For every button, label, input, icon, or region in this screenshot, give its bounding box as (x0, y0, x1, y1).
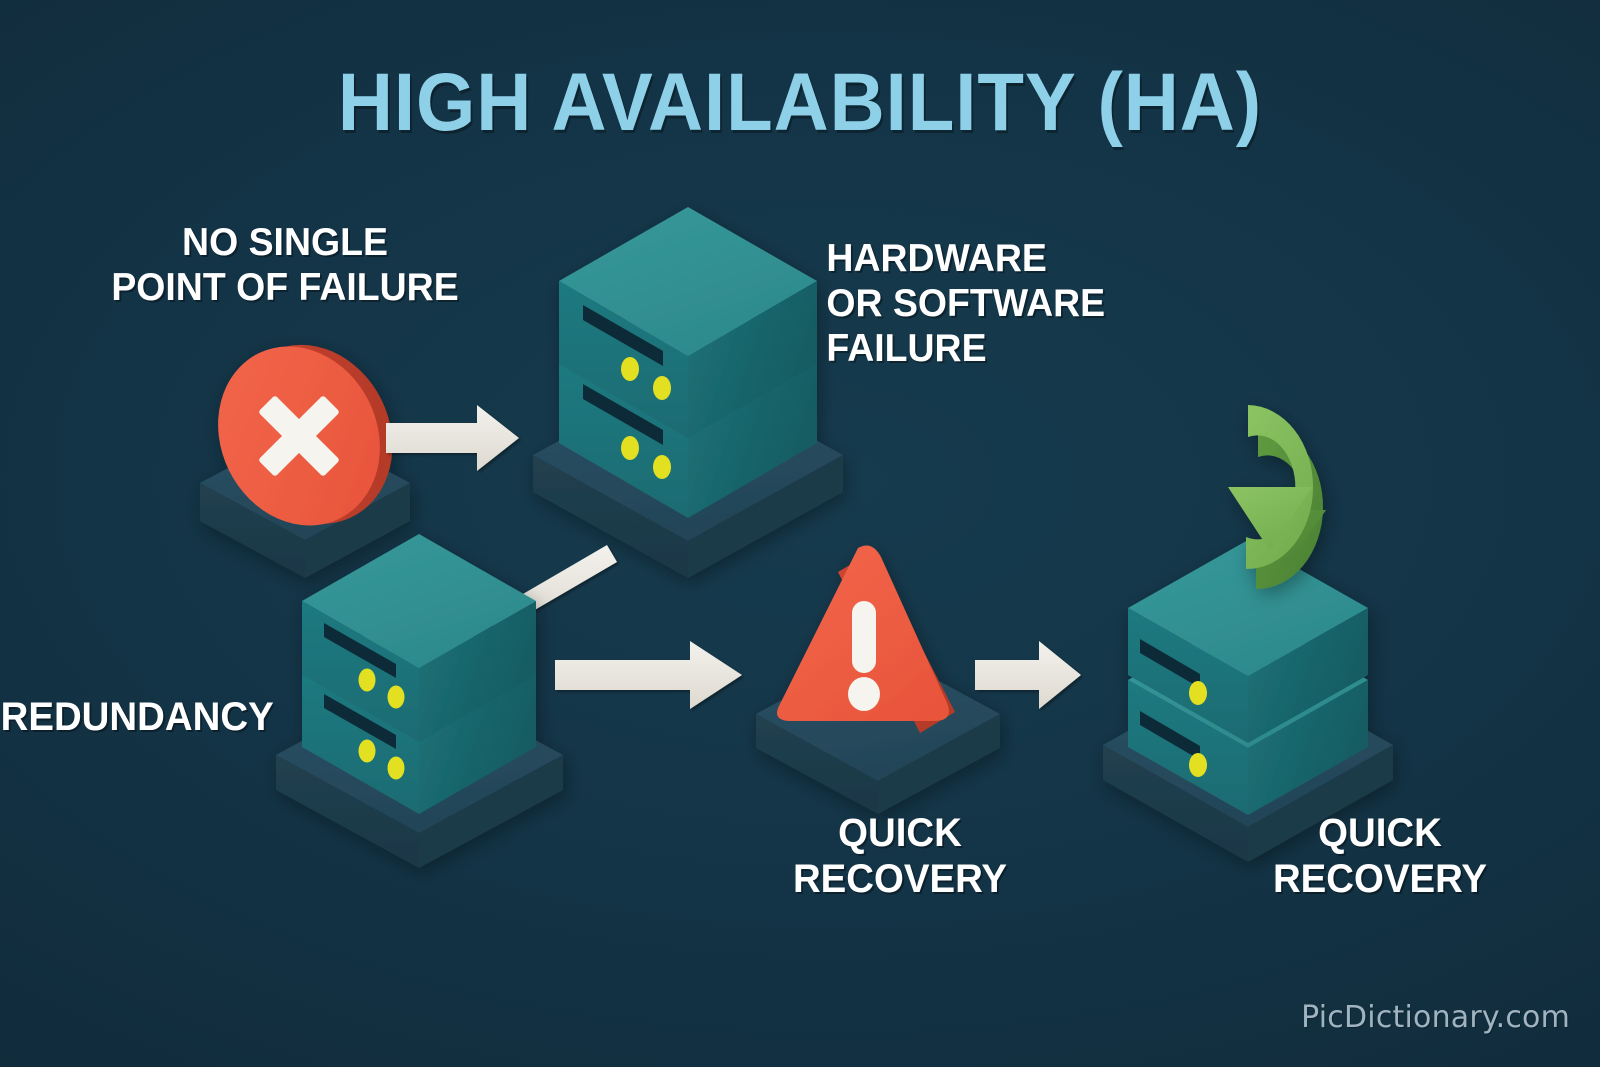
server-stack-icon-recovered (1103, 540, 1393, 862)
arrow-right-icon (555, 641, 742, 709)
circular-refresh-arrow-icon (1228, 405, 1326, 590)
x-mark (259, 396, 339, 476)
arrow-right-icon (386, 405, 519, 471)
x-circle-icon (200, 344, 410, 578)
label-no-single-point-of-failure: NO SINGLE POINT OF FAILURE (111, 221, 459, 310)
label-quick-recovery-right: QUICK RECOVERY (1272, 811, 1488, 902)
label-redundancy: REDUNDANCY (0, 695, 274, 739)
page-title: HIGH AVAILABILITY (HA) (337, 57, 1263, 148)
watermark: PicDictionary.com (1301, 1000, 1570, 1035)
arrow-right-icon (975, 641, 1081, 709)
server-stack-icon-redundant (276, 534, 563, 868)
server-stack-icon-primary (533, 207, 843, 578)
exclamation-mark (848, 601, 880, 711)
label-quick-recovery-middle: QUICK RECOVERY (792, 811, 1008, 902)
server-unit-upper (1128, 540, 1368, 743)
server-unit-upper (559, 207, 817, 438)
label-hardware-or-software-failure: HARDWARE OR SOFTWARE FAILURE (826, 237, 1106, 371)
error-disc (218, 344, 393, 526)
warning-triangle-icon (756, 545, 1000, 814)
server-unit-upper (302, 534, 536, 742)
